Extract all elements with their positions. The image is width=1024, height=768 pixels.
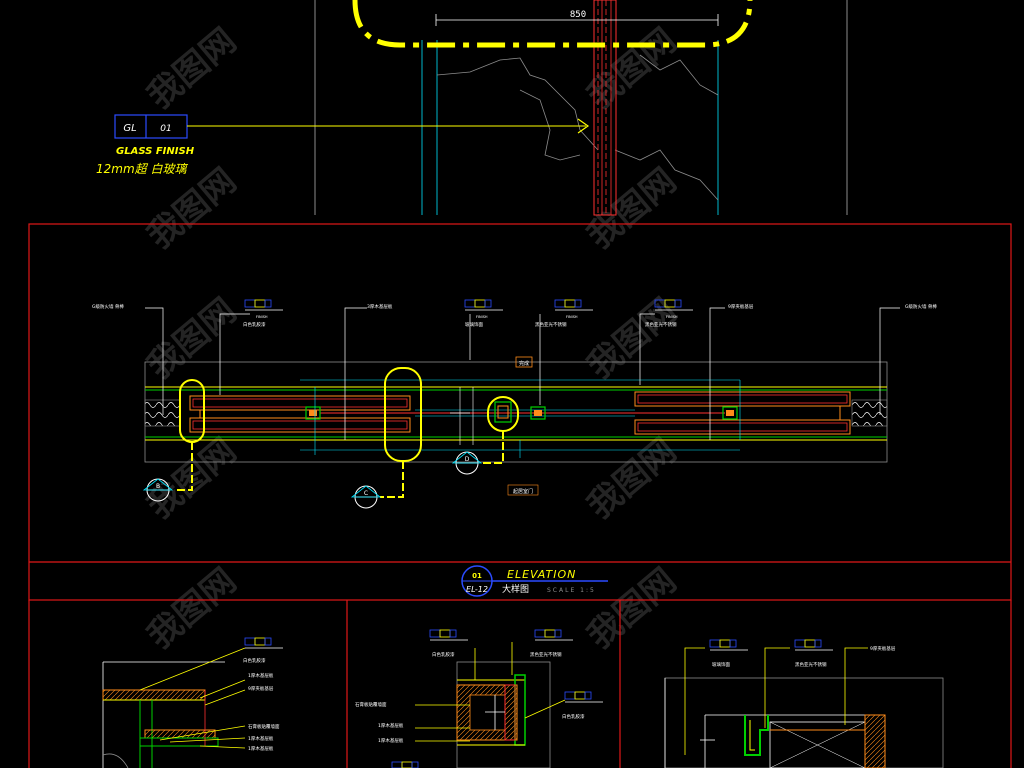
material-tag — [709, 639, 748, 651]
detail-right: 玻璃饰面 黑色亚光不锈钢 9厚夹板基层 — [664, 639, 944, 768]
tag-title: GLASS FINISH — [116, 146, 195, 157]
bottom-mark: 起居室门 — [513, 488, 533, 495]
dashed-outline — [352, 0, 753, 48]
callout-label: 黑色亚光不锈钢 — [795, 661, 827, 668]
material-tag — [391, 761, 419, 768]
material-tag — [244, 637, 283, 649]
section-marker: C — [350, 485, 382, 509]
insulation-right — [851, 399, 888, 427]
watermark-text: 我图网 — [580, 431, 684, 527]
callout-label: 1厚木基层板 — [248, 672, 274, 679]
section-callout-c — [384, 367, 422, 462]
title-main: ELEVATION — [507, 568, 576, 581]
bottom-mark-box — [507, 484, 539, 496]
tag-spec: 12mm超 白玻璃 — [96, 162, 188, 176]
dimension-label: 850 — [570, 10, 586, 20]
center-mark: 完成 — [519, 360, 529, 367]
tag-code: GL — [123, 123, 136, 134]
callout-label: 白色乳胶漆 — [562, 713, 585, 720]
callout-label: 玻璃饰面 — [712, 661, 730, 668]
watermark-text: 我图网 — [140, 291, 244, 387]
plan-callout-labels: G级防火墙 骨棒 白色乳胶漆 3厚木基层板 玻璃饰面 黑色亚光不锈钢 黑色亚光不… — [92, 303, 937, 328]
callout-label: 1厚木基层板 — [248, 735, 274, 742]
material-tag — [534, 629, 573, 641]
material-tag — [429, 629, 468, 641]
stone-vein — [519, 89, 581, 161]
callout-label: 黑色亚光不锈钢 — [535, 321, 567, 328]
stainless-profile — [744, 715, 769, 756]
stone-vein — [614, 149, 719, 201]
material-tag-text: FINISH — [476, 315, 488, 319]
insulation-left — [144, 399, 181, 427]
section-marker-label: D — [465, 456, 470, 463]
callout-label: 9厚夹板基层 — [870, 645, 896, 652]
tag-arrowhead — [577, 118, 590, 134]
callout-label: 玻璃饰面 — [465, 321, 483, 328]
watermark-text: 我图网 — [580, 161, 684, 257]
material-tags — [244, 299, 693, 311]
elevation-title: 01 EL-12 ELEVATION 大样图 SCALE 1:5 — [461, 565, 608, 597]
detail-left: 白色乳胶漆 1厚木基层板 9厚夹板基层 石膏板贴覆墙面 1厚木基层板 1厚木基层… — [102, 637, 283, 768]
material-tag — [654, 299, 693, 311]
material-tag-text: FINISH — [566, 315, 578, 319]
section-markers: B C D — [142, 451, 483, 509]
stone-vein — [436, 57, 599, 151]
stainless-block — [530, 406, 546, 420]
glass-finish-tag: GL 01 GLASS FINISH 12mm超 白玻璃 — [96, 114, 590, 176]
callout-label: 石膏板贴覆墙面 — [248, 723, 280, 730]
title-scale: SCALE 1:5 — [547, 587, 596, 594]
center-mark-box — [515, 356, 533, 368]
callout-label: 黑色亚光不锈钢 — [645, 321, 677, 328]
watermark-text: 我图网 — [140, 21, 244, 117]
callout-label: 3厚木基层板 — [367, 303, 393, 310]
callout-label: 1厚木基层板 — [248, 745, 274, 752]
section-marker: B — [142, 478, 174, 502]
callout-label: G级防火墙 骨棒 — [905, 303, 937, 310]
material-tag — [464, 299, 503, 311]
title-sub: 大样图 — [502, 583, 529, 595]
section-callouts — [175, 367, 519, 498]
callout-label: 黑色亚光不锈钢 — [530, 651, 562, 658]
callout-label: 白色乳胶漆 — [432, 651, 455, 658]
stone-vein — [639, 54, 719, 96]
callout-label: 1厚木基层板 — [378, 737, 404, 744]
material-tag — [554, 299, 593, 311]
plan-section: G级防火墙 骨棒 白色乳胶漆 3厚木基层板 玻璃饰面 黑色亚光不锈钢 黑色亚光不… — [92, 299, 937, 509]
callout-label: 白色乳胶漆 — [243, 657, 266, 664]
callout-label: 石膏板贴覆墙面 — [355, 701, 387, 708]
callout-label: 9厚夹板基层 — [728, 303, 754, 310]
callout-label: 9厚夹板基层 — [248, 685, 274, 692]
section-marker-label: B — [156, 483, 160, 490]
watermark-text: 我图网 — [580, 291, 684, 387]
title-sheet: EL-12 — [466, 585, 488, 594]
material-tag — [244, 299, 283, 311]
callout-label: G级防火墙 骨棒 — [92, 303, 124, 310]
material-tag — [794, 639, 833, 651]
plan-leaders — [145, 307, 900, 440]
glass-strip — [593, 0, 617, 216]
section-marker-label: C — [364, 490, 368, 497]
stainless-block — [305, 406, 321, 420]
material-tag-text: FINISH — [666, 315, 678, 319]
sheet-frames — [28, 223, 1012, 768]
watermark-text: 我图网 — [580, 561, 684, 657]
title-number: 01 — [472, 572, 482, 580]
material-tag — [564, 691, 603, 703]
callout-label: 白色乳胶漆 — [243, 321, 266, 328]
section-marker: D — [451, 451, 483, 475]
top-plan-fragment: 850 — [314, 0, 848, 216]
watermark-text: 我图网 — [580, 21, 684, 117]
callout-label: 1厚木基层板 — [378, 722, 404, 729]
material-tag-text: FINISH — [256, 315, 268, 319]
watermark-text: 我图网 — [140, 561, 244, 657]
stainless-block — [722, 406, 738, 420]
tag-number: 01 — [160, 124, 171, 134]
center-post — [494, 401, 512, 423]
detail-middle: 白色乳胶漆 黑色亚光不锈钢 白色乳胶漆 石膏板贴覆墙面 1厚木基层板 1厚木基层… — [355, 629, 603, 768]
